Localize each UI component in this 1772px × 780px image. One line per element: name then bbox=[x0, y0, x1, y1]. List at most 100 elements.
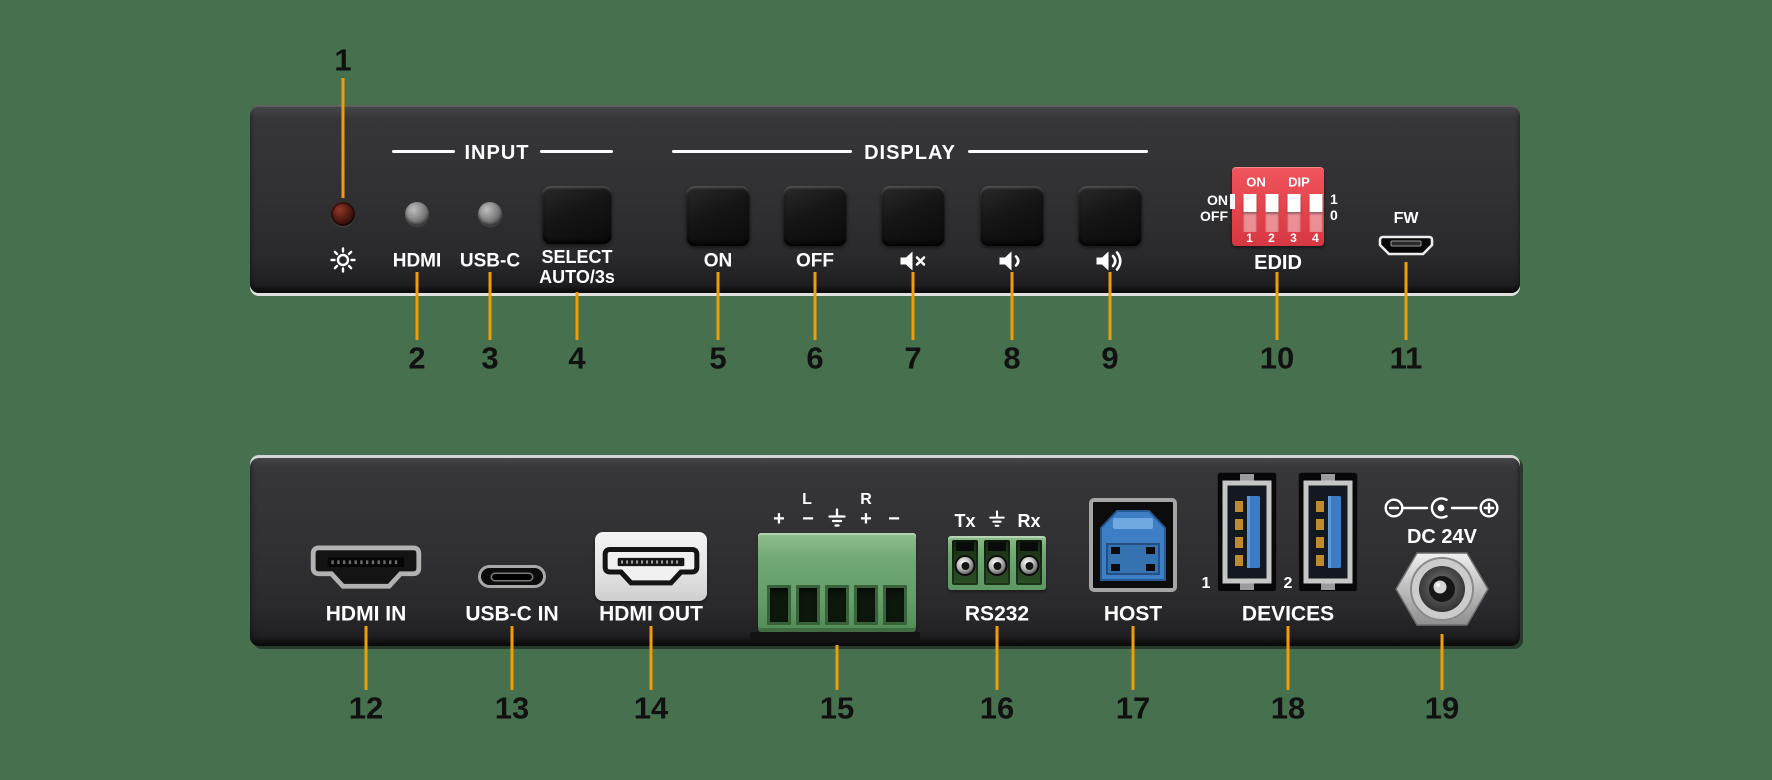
callout-number-14: 14 bbox=[633, 690, 669, 726]
hdmi-led-label: HDMI bbox=[392, 250, 442, 272]
mute-icon bbox=[898, 249, 928, 273]
dip-side-on-label: ON bbox=[1207, 192, 1228, 208]
audio-minus-right-label: − bbox=[888, 508, 900, 530]
callout-number-6: 6 bbox=[806, 340, 824, 376]
hdmi-in-label: HDMI IN bbox=[325, 602, 407, 626]
callout-number-18: 18 bbox=[1270, 690, 1306, 726]
audio-minus-left-label: − bbox=[802, 508, 814, 530]
callout-line-5 bbox=[716, 272, 720, 340]
device-port2-number: 2 bbox=[1283, 575, 1293, 592]
dip-top-on-label: ON bbox=[1246, 174, 1266, 190]
dip-pos4-label: 4 bbox=[1312, 231, 1319, 245]
callout-line-12 bbox=[364, 626, 368, 690]
rs232-terminal-block bbox=[948, 536, 1046, 590]
audio-terminal-base bbox=[750, 632, 920, 642]
display-off-label: OFF bbox=[796, 250, 834, 272]
input-header-line-left bbox=[392, 150, 455, 153]
callout-line-2 bbox=[415, 272, 419, 340]
volume-up-button bbox=[1078, 186, 1142, 246]
dip-switch-1 bbox=[1243, 194, 1256, 232]
display-off-button bbox=[783, 186, 847, 246]
callout-line-3 bbox=[488, 272, 492, 340]
usbc-input-led bbox=[478, 202, 502, 226]
usbc-led-label: USB-C bbox=[459, 250, 521, 272]
audio-right-channel-label: R bbox=[860, 491, 872, 508]
callout-line-19 bbox=[1440, 634, 1444, 690]
device-usb-a-port-1 bbox=[1216, 471, 1278, 593]
dip-side-zero-label: 0 bbox=[1330, 207, 1338, 223]
display-header-line-left bbox=[672, 150, 852, 153]
device-usb-a-port-2 bbox=[1297, 471, 1359, 593]
callout-number-17: 17 bbox=[1115, 690, 1151, 726]
callout-line-1 bbox=[341, 78, 345, 198]
dc-power-label: DC 24V bbox=[1406, 526, 1478, 548]
callout-number-12: 12 bbox=[348, 690, 384, 726]
dip-side-one-label: 1 bbox=[1330, 191, 1338, 207]
dip-top-dip-label: DIP bbox=[1288, 174, 1310, 190]
rs232-rx-label: Rx bbox=[1017, 511, 1041, 531]
rs232-ground-icon bbox=[988, 510, 1006, 528]
rs232-terminal bbox=[1016, 540, 1042, 585]
host-label: HOST bbox=[1103, 602, 1163, 626]
audio-terminal-slot bbox=[883, 585, 907, 625]
display-header: DISPLAY bbox=[864, 142, 956, 164]
rs232-label: RS232 bbox=[964, 602, 1030, 626]
dip-pos1-label: 1 bbox=[1246, 231, 1253, 245]
callout-number-15: 15 bbox=[819, 690, 855, 726]
audio-plus-left-label: + bbox=[773, 508, 785, 530]
callout-line-9 bbox=[1108, 272, 1112, 340]
edid-dip-switch: ON DIP 1 2 3 4 bbox=[1230, 167, 1324, 246]
display-header-line-right bbox=[968, 150, 1148, 153]
dip-switch-4 bbox=[1309, 194, 1322, 232]
devices-label: DEVICES bbox=[1241, 602, 1335, 626]
audio-left-channel-label: L bbox=[802, 491, 812, 508]
callout-number-5: 5 bbox=[709, 340, 727, 376]
audio-terminal-slot bbox=[796, 585, 820, 625]
mute-button bbox=[881, 186, 945, 246]
select-button-label-line2: AUTO/3s bbox=[539, 267, 615, 287]
dip-pos2-label: 2 bbox=[1268, 231, 1275, 245]
dip-pos3-label: 3 bbox=[1290, 231, 1297, 245]
usbc-in-label: USB-C IN bbox=[465, 602, 559, 626]
audio-plus-right-label: + bbox=[860, 508, 872, 530]
callout-number-4: 4 bbox=[568, 340, 586, 376]
dc-power-jack bbox=[1394, 546, 1490, 632]
callout-line-15 bbox=[835, 645, 839, 690]
callout-number-10: 10 bbox=[1259, 340, 1295, 376]
select-button-label-line1: SELECT bbox=[541, 247, 613, 267]
audio-terminal-slot bbox=[767, 585, 791, 625]
display-on-label: ON bbox=[703, 250, 733, 272]
dip-switch-3 bbox=[1287, 194, 1300, 232]
audio-terminal-block bbox=[758, 533, 916, 632]
callout-line-13 bbox=[510, 626, 514, 690]
callout-line-11 bbox=[1404, 262, 1408, 340]
callout-number-1: 1 bbox=[334, 42, 352, 78]
audio-terminal-slot bbox=[825, 585, 849, 625]
edid-label: EDID bbox=[1254, 252, 1302, 274]
callout-number-3: 3 bbox=[481, 340, 499, 376]
usbc-slot bbox=[492, 574, 532, 580]
host-usb-b-port bbox=[1087, 496, 1179, 594]
hdmi-input-led bbox=[405, 202, 429, 226]
callout-line-17 bbox=[1131, 626, 1135, 690]
callout-number-11: 11 bbox=[1389, 340, 1423, 376]
callout-number-2: 2 bbox=[408, 340, 426, 376]
dip-side-off-label: OFF bbox=[1200, 208, 1228, 224]
input-select-button bbox=[542, 186, 612, 244]
callout-line-7 bbox=[911, 272, 915, 340]
callout-line-16 bbox=[995, 626, 999, 690]
volume-down-button bbox=[980, 186, 1044, 246]
fw-micro-usb-port bbox=[1376, 233, 1436, 259]
hdmi-out-label: HDMI OUT bbox=[599, 602, 703, 626]
callout-line-14 bbox=[649, 626, 653, 690]
brightness-icon bbox=[329, 246, 357, 274]
callout-line-18 bbox=[1286, 626, 1290, 690]
callout-number-16: 16 bbox=[979, 690, 1015, 726]
rs232-tx-label: Tx bbox=[954, 511, 976, 531]
rs232-terminal bbox=[952, 540, 978, 585]
usbc-in-port bbox=[478, 565, 546, 588]
callout-line-4 bbox=[575, 292, 579, 340]
input-header-line-right bbox=[540, 150, 613, 153]
display-on-button bbox=[686, 186, 750, 246]
